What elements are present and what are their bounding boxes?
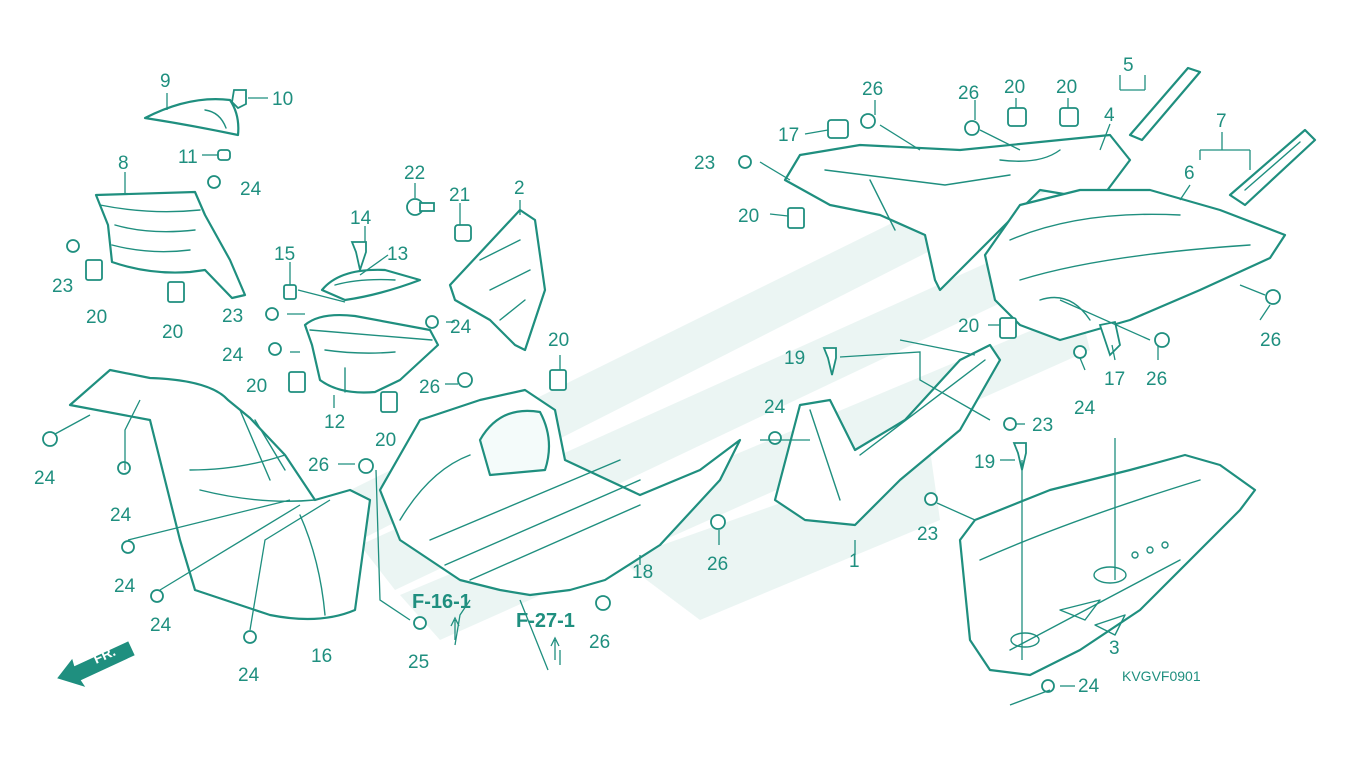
part-15-clip <box>283 284 297 300</box>
leader-lines <box>54 75 1271 706</box>
callout-24: 24 <box>764 397 786 418</box>
callout-18: 18 <box>632 562 653 583</box>
callout-24: 24 <box>238 665 260 686</box>
callout-3: 3 <box>1109 638 1120 659</box>
part-3-under-cover <box>958 453 1257 677</box>
callout-20: 20 <box>548 330 569 351</box>
callout-23: 24 <box>1074 398 1096 419</box>
callout-24: 24 <box>240 179 262 200</box>
front-arrow-icon <box>57 641 135 687</box>
part-8-inner-box <box>94 190 247 300</box>
callout-19: 19 <box>974 452 995 473</box>
callout-20: 20 <box>1004 77 1025 98</box>
callout-5: 5 <box>1123 55 1134 76</box>
callout-20: 20 <box>958 316 979 337</box>
callout-7: 7 <box>1216 111 1227 132</box>
callout-23: 23 <box>1032 415 1053 436</box>
part-12-glove-box <box>303 313 440 394</box>
callout-21: 21 <box>449 185 470 206</box>
reference-f-16-1: F-16-1 <box>412 591 471 613</box>
part-20-clip-b <box>288 371 398 413</box>
callout-24: 24 <box>1078 676 1100 697</box>
callout-26: 26 <box>1260 330 1281 351</box>
callout-20: 20 <box>86 307 107 328</box>
part-20-clip-a <box>85 259 185 303</box>
callout-22: 22 <box>404 163 425 184</box>
part-4-frame-cover <box>783 133 1132 292</box>
callout-26: 26 <box>589 632 610 653</box>
callout-25: 25 <box>408 652 429 673</box>
part-21-collar <box>454 224 472 242</box>
callout-6: 6 <box>1184 163 1195 184</box>
callout-4: 4 <box>1104 105 1115 126</box>
callout-23: 23 <box>917 524 938 545</box>
callout-20: 20 <box>246 376 267 397</box>
callouts: 9 10 11 24 8 23 20 20 14 13 15 23 24 20 … <box>34 55 1281 697</box>
part-18-floor-panel <box>378 388 742 597</box>
references: F-16-1 F-27-1 <box>412 591 575 660</box>
callout-24: 24 <box>222 345 244 366</box>
front-arrow: FR. <box>57 641 135 687</box>
callout-24: 24 <box>150 615 172 636</box>
callout-11: 11 <box>178 147 198 168</box>
callout-15: 15 <box>274 244 295 265</box>
part-7-emblem <box>1228 128 1317 207</box>
callout-26: 26 <box>1146 369 1167 390</box>
callout-19: 19 <box>784 348 805 369</box>
hardware-bolts <box>42 107 1281 693</box>
callout-26: 26 <box>308 455 329 476</box>
part-5-stripe <box>1128 66 1202 142</box>
callout-17: 17 <box>1104 369 1125 390</box>
callout-13: 13 <box>387 244 408 265</box>
callout-26: 26 <box>958 83 979 104</box>
part-6-rear-cowl <box>983 188 1287 342</box>
callout-26: 26 <box>862 79 883 100</box>
part-22-bolt <box>406 198 435 216</box>
callout-16: 16 <box>311 646 332 667</box>
callout-24: 24 <box>110 505 132 526</box>
part-11-nut <box>217 149 231 161</box>
part-16-front-lower-cover <box>68 368 372 621</box>
callout-20: 20 <box>162 322 183 343</box>
part-9-visor <box>143 98 240 137</box>
callout-10: 10 <box>272 89 293 110</box>
callout-17: 17 <box>778 125 799 146</box>
part-2-bracket <box>448 208 547 352</box>
part-13-cover <box>320 268 422 302</box>
callout-9: 9 <box>160 71 171 92</box>
callout-2: 2 <box>514 178 525 199</box>
callout-20: 20 <box>1056 77 1077 98</box>
callout-23: 23 <box>222 306 243 327</box>
callout-14: 14 <box>350 208 372 229</box>
callout-24: 24 <box>450 317 472 338</box>
part-14-bolt <box>350 241 367 274</box>
callout-12: 12 <box>324 412 345 433</box>
diagram-code: KVGVF0901 <box>1122 668 1201 684</box>
callout-1: 1 <box>849 551 860 572</box>
callout-23: 23 <box>52 276 73 297</box>
callout-8: 8 <box>118 153 129 174</box>
part-1-side-rail <box>773 343 1002 527</box>
callout-26: 26 <box>419 377 440 398</box>
callout-23: 23 <box>694 153 715 174</box>
callout-24: 24 <box>114 576 136 597</box>
callout-24: 24 <box>34 468 56 489</box>
callout-26: 26 <box>707 554 728 575</box>
callout-20: 20 <box>375 430 396 451</box>
part-10-clip <box>231 89 247 110</box>
reference-f-27-1: F-27-1 <box>516 610 575 632</box>
callout-20: 20 <box>738 206 759 227</box>
